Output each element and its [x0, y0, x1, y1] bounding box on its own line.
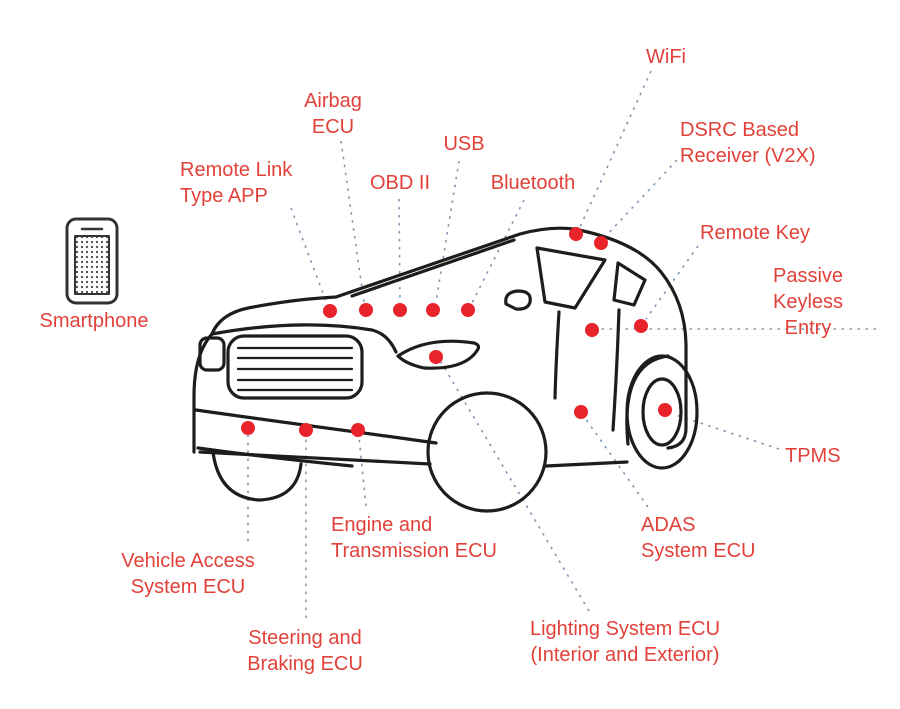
- attack-point-dots-layer: [241, 227, 672, 437]
- callout-line-usb: [435, 160, 460, 303]
- callout-line-obd-ii: [398, 198, 401, 303]
- dot-steering-braking-ecu: [299, 423, 313, 437]
- rear-door-seam: [611, 308, 621, 432]
- dot-bluetooth: [461, 303, 475, 317]
- callout-line-airbag-ecu: [340, 140, 365, 303]
- callout-line-engine-transmission-ecu: [358, 436, 367, 507]
- dot-remote-key: [634, 319, 648, 333]
- callout-line-remote-key: [645, 245, 699, 320]
- callout-line-lighting-system-ecu: [440, 361, 590, 612]
- callout-lines-layer: [247, 70, 876, 618]
- dot-airbag-ecu: [359, 303, 373, 317]
- callout-line-dsrc-v2x: [604, 159, 678, 238]
- phone-screen: [74, 235, 110, 295]
- car-underside-mid: [544, 460, 629, 468]
- front-door-seam: [553, 310, 561, 400]
- callout-line-wifi: [579, 70, 652, 228]
- callout-line-tpms: [672, 413, 780, 450]
- dot-usb: [426, 303, 440, 317]
- dot-obd-ii: [393, 303, 407, 317]
- phone-body: [65, 217, 119, 305]
- callout-line-adas-system-ecu: [584, 417, 649, 508]
- front-bumper-top-line: [194, 408, 438, 445]
- side-headlight: [396, 339, 481, 370]
- side-mirror: [504, 289, 532, 311]
- grille: [226, 334, 364, 400]
- smartphone-icon: [65, 217, 119, 305]
- left-headlight: [198, 336, 226, 372]
- dot-remote-link-type-app: [323, 304, 337, 318]
- front-left-wheel-arc: [211, 450, 303, 502]
- dot-adas-system-ecu: [574, 405, 588, 419]
- callout-line-bluetooth: [471, 199, 525, 304]
- callout-line-remote-link-type-app: [290, 207, 328, 305]
- rear-wheel: [625, 354, 699, 470]
- rear-quarter-window: [612, 261, 647, 307]
- dot-wifi: [569, 227, 583, 241]
- dot-tpms: [658, 403, 672, 417]
- rear-wheel-hub: [641, 377, 683, 447]
- dot-dsrc-v2x: [594, 236, 608, 250]
- hood-crease: [210, 323, 398, 354]
- dot-passive-keyless-entry: [585, 323, 599, 337]
- front-side-window: [535, 246, 607, 310]
- dot-vehicle-access-system-ecu: [241, 421, 255, 435]
- dot-lighting-system-ecu: [429, 350, 443, 364]
- dot-engine-transmission-ecu: [351, 423, 365, 437]
- front-bumper-bottom-line: [196, 446, 354, 468]
- car-illustration: [192, 226, 699, 513]
- front-wheel: [426, 391, 548, 513]
- grille-slats: [236, 346, 354, 392]
- windshield-line: [350, 238, 516, 298]
